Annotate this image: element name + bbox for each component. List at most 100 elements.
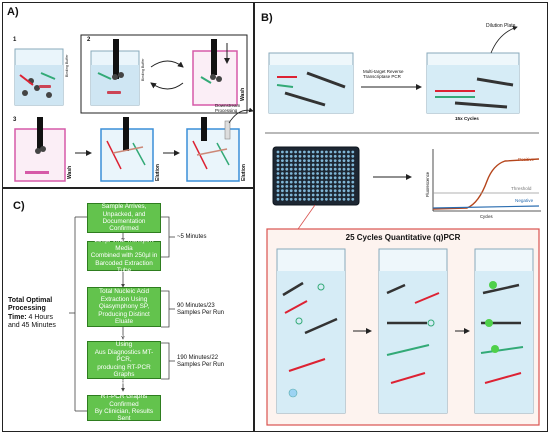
- plate-well: [303, 185, 306, 188]
- panel-b-pcr-workflow: B): [254, 2, 548, 432]
- plate-well: [342, 189, 346, 193]
- plate-well: [298, 189, 302, 193]
- plate-well: [281, 185, 284, 188]
- plate-well: [294, 193, 297, 197]
- plate-well: [276, 150, 280, 154]
- plate-well: [311, 185, 315, 188]
- tube-elution-1: [100, 117, 154, 182]
- plate-well: [329, 193, 333, 197]
- timing-label-2: 90 Minutes/23 Samples Per Run: [177, 303, 225, 316]
- plate-well: [307, 193, 311, 197]
- plate-well: [316, 154, 319, 158]
- qpcr-tube-1: [276, 248, 346, 414]
- plate-well: [307, 180, 311, 184]
- mt-rt-pcr-label: Multi-target Reverse Transcriptase PCR: [363, 69, 404, 80]
- plate-well: [325, 189, 328, 193]
- plate-well: [307, 163, 311, 167]
- step-3-number: 3: [13, 117, 17, 123]
- plate-well: [276, 189, 280, 193]
- timeline-step-4: Eluate Processed Using Aus Diagnostics M…: [87, 334, 161, 386]
- plate-well: [294, 154, 297, 158]
- plate-well: [307, 172, 311, 175]
- plate-well: [303, 150, 306, 154]
- downstream-processing-label: Downstream Processing: [215, 103, 241, 113]
- plate-well: [338, 180, 341, 184]
- tube-1: [14, 48, 64, 106]
- wash-label-1: Wash: [240, 87, 246, 101]
- plate-well: [307, 176, 311, 180]
- plate-well: [320, 193, 324, 197]
- plate-well: [320, 197, 324, 201]
- plate-well: [298, 176, 302, 180]
- plate-well: [329, 163, 333, 167]
- plate-well: [298, 172, 302, 175]
- plate-well: [303, 176, 306, 180]
- plate-well: [338, 159, 341, 163]
- plate-well: [289, 154, 293, 158]
- plate-well: [347, 176, 350, 180]
- plate-well: [298, 180, 302, 184]
- plate-well: [325, 193, 328, 197]
- plate-well: [325, 176, 328, 180]
- panel-c-connectors: [69, 216, 175, 412]
- panel-c-label: C): [13, 200, 25, 212]
- plate-well: [307, 154, 311, 158]
- plate-well: [281, 180, 284, 184]
- cycles-15x-label: 15x Cycles: [455, 116, 479, 121]
- plate-well: [320, 154, 324, 158]
- plate-well: [294, 189, 297, 193]
- plate-well: [289, 197, 293, 201]
- plate-well: [333, 189, 337, 193]
- plate-well: [320, 172, 324, 175]
- plate-well: [347, 197, 350, 201]
- plate-well: [285, 176, 289, 180]
- plate-well: [351, 159, 355, 163]
- plate-well: [281, 150, 284, 154]
- plate-well: [338, 172, 341, 175]
- plate-well: [289, 176, 293, 180]
- plate-well: [351, 163, 355, 167]
- dilution-plate-label: Dilution Plate: [486, 23, 516, 29]
- plate-well: [285, 197, 289, 201]
- plate-well: [289, 159, 293, 163]
- plate-well: [329, 159, 333, 163]
- plate-well: [303, 193, 306, 197]
- plate-well: [298, 185, 302, 188]
- timeline-step-2: 250µl Viral Transport Media Combined wit…: [87, 237, 161, 274]
- timeline-step-3: Total Nucleic Acid Extraction Using Qias…: [87, 287, 161, 327]
- plate-well: [276, 159, 280, 163]
- plate-well: [294, 172, 297, 175]
- qpcr-tube-2: [378, 248, 448, 414]
- plate-well: [333, 176, 337, 180]
- step-1-number: 1: [13, 37, 17, 43]
- plot-positive-label: Positive: [518, 157, 535, 162]
- timing-label-3: 190 Minutes/22 Samples Per Run: [177, 355, 225, 368]
- plate-well: [333, 180, 337, 184]
- plate-well: [303, 197, 306, 201]
- plot-negative-label: Negative: [515, 198, 534, 203]
- plate-well: [320, 180, 324, 184]
- plate-well: [320, 176, 324, 180]
- plate-well: [298, 159, 302, 163]
- plate-well: [289, 163, 293, 167]
- plate-well: [342, 163, 346, 167]
- plate-well: [294, 197, 297, 201]
- plate-well: [285, 180, 289, 184]
- plot-x-axis-label: Cycles: [480, 214, 493, 219]
- qpcr-plate: [272, 146, 360, 206]
- plate-well: [342, 197, 346, 201]
- plate-well: [285, 159, 289, 163]
- plate-well: [351, 172, 355, 175]
- plate-well: [342, 172, 346, 175]
- plate-well: [311, 193, 315, 197]
- plate-well: [325, 185, 328, 188]
- plate-well: [333, 163, 337, 167]
- plate-well: [333, 167, 337, 171]
- plate-well: [342, 176, 346, 180]
- plate-well: [285, 193, 289, 197]
- tube-wash-1: [192, 39, 238, 106]
- plate-well: [294, 150, 297, 154]
- plate-well: [325, 154, 328, 158]
- plate-well: [303, 159, 306, 163]
- plate-well: [351, 180, 355, 184]
